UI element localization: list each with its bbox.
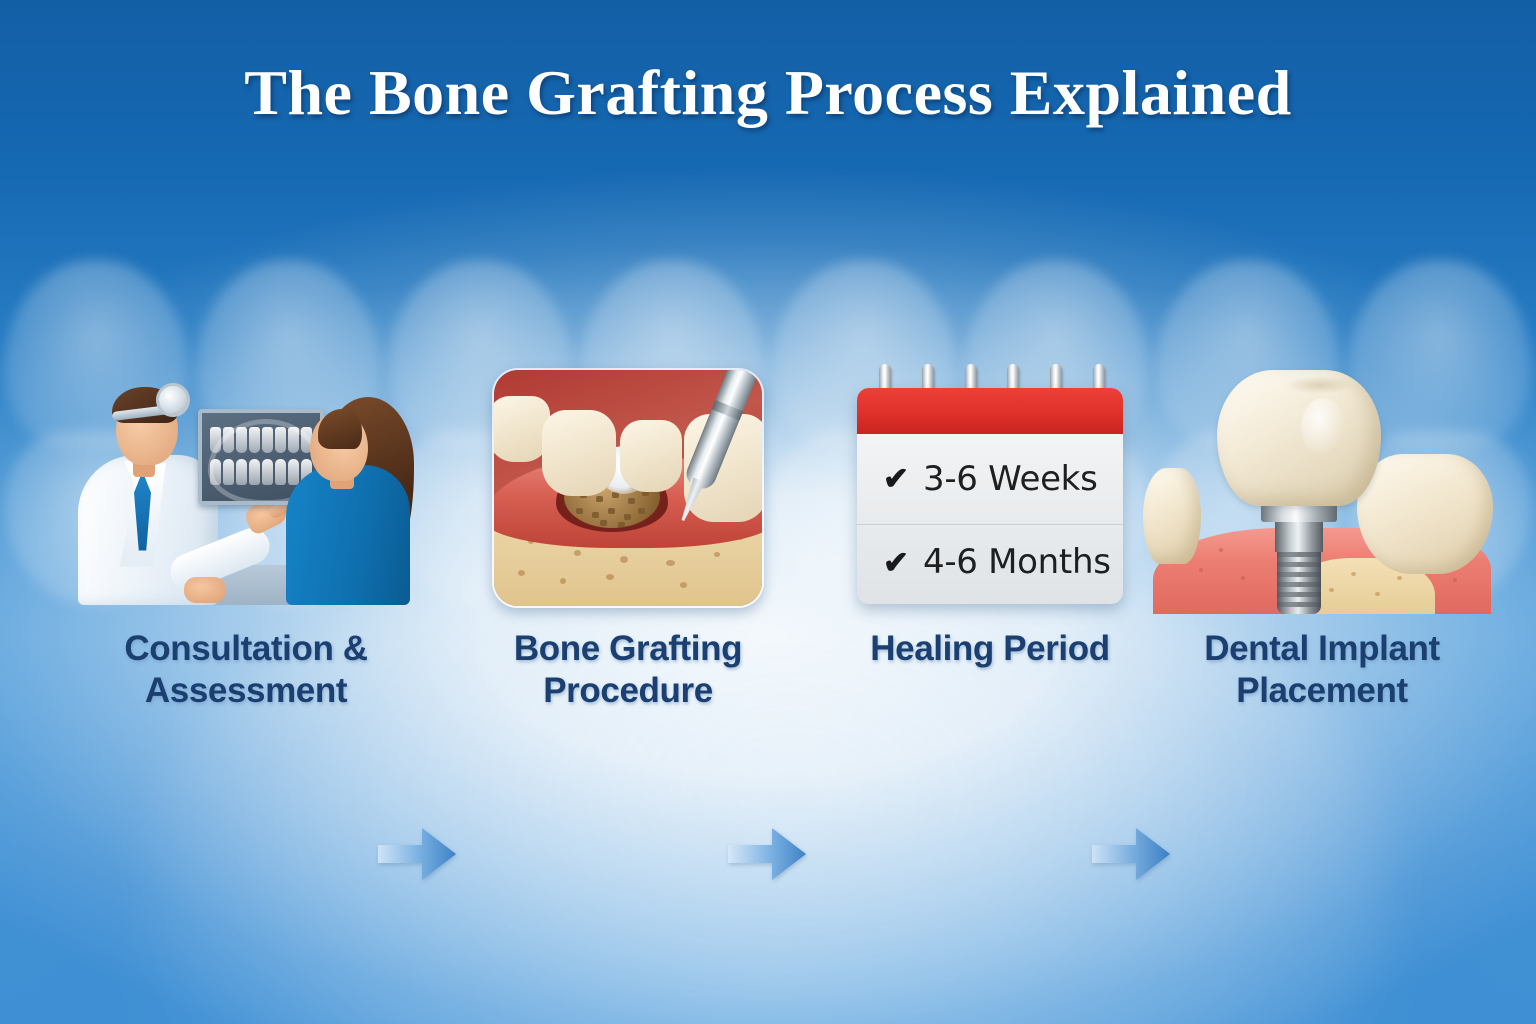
calendar-row-text: 3-6 Weeks [922,458,1098,499]
step-label-line1: Bone Grafting [513,629,743,668]
healing-calendar-illustration: ✔ 3-6 Weeks ✔ 4-6 Months [800,360,1180,615]
step-label-healing-period: Healing Period [800,628,1180,670]
dentist-resting-hand [184,576,226,603]
check-icon: ✔ [883,461,909,497]
implant-crown [1217,369,1381,506]
arrow-step1-to-step2 [378,825,456,883]
dental-implant-illustration [1132,360,1512,615]
adjacent-tooth-left [1143,467,1201,564]
step-label-line1: Dental Implant [1204,629,1440,668]
adjacent-tooth [620,419,682,492]
step-healing-period: ✔ 3-6 Weeks ✔ 4-6 Months Healing Period [800,360,1180,730]
bone-grafting-illustration [438,360,818,615]
step-label-line1: Consultation & [124,629,368,668]
xray-upper-teeth [210,426,312,453]
calendar-rows: ✔ 3-6 Weeks ✔ 4-6 Months [857,434,1123,604]
check-icon: ✔ [883,544,909,580]
step-label-line2: Assessment [144,671,348,710]
dental-xray-panel [198,408,324,505]
step-bone-grafting-procedure: Bone Grafting Procedure [438,360,818,730]
calendar-body: ✔ 3-6 Weeks ✔ 4-6 Months [857,387,1123,604]
implant-screw [1277,547,1321,614]
consultation-illustration [56,360,436,615]
calendar-row: ✔ 3-6 Weeks [857,442,1123,516]
patient-hair-front [318,408,362,449]
step-label-implant-placement: Dental Implant Placement [1132,628,1512,712]
calendar-row-text: 4-6 Months [922,542,1111,583]
page-title: The Bone Grafting Process Explained [244,57,1292,128]
arrow-step2-to-step3 [728,825,806,883]
adjacent-tooth-right [1357,453,1493,574]
dentist-tie [134,476,151,551]
process-steps: Consultation & Assessment [0,360,1536,880]
step-label-line1: Healing Period [870,629,1110,668]
step-consultation-assessment: Consultation & Assessment [56,360,436,730]
adjacent-tooth [494,395,550,462]
calendar-header-band [857,387,1123,434]
calendar-row: ✔ 4-6 Months [857,524,1123,599]
step-label-consultation: Consultation & Assessment [56,628,436,712]
adjacent-tooth [542,409,616,496]
step-label-line2: Procedure [543,671,713,710]
step-label-bone-grafting: Bone Grafting Procedure [438,628,818,712]
arrow-step3-to-step4 [1092,825,1170,883]
step-dental-implant-placement: Dental Implant Placement [1132,360,1512,730]
xray-lower-teeth [210,458,312,485]
step-label-line2: Placement [1236,671,1408,710]
implant-post [1275,517,1323,552]
